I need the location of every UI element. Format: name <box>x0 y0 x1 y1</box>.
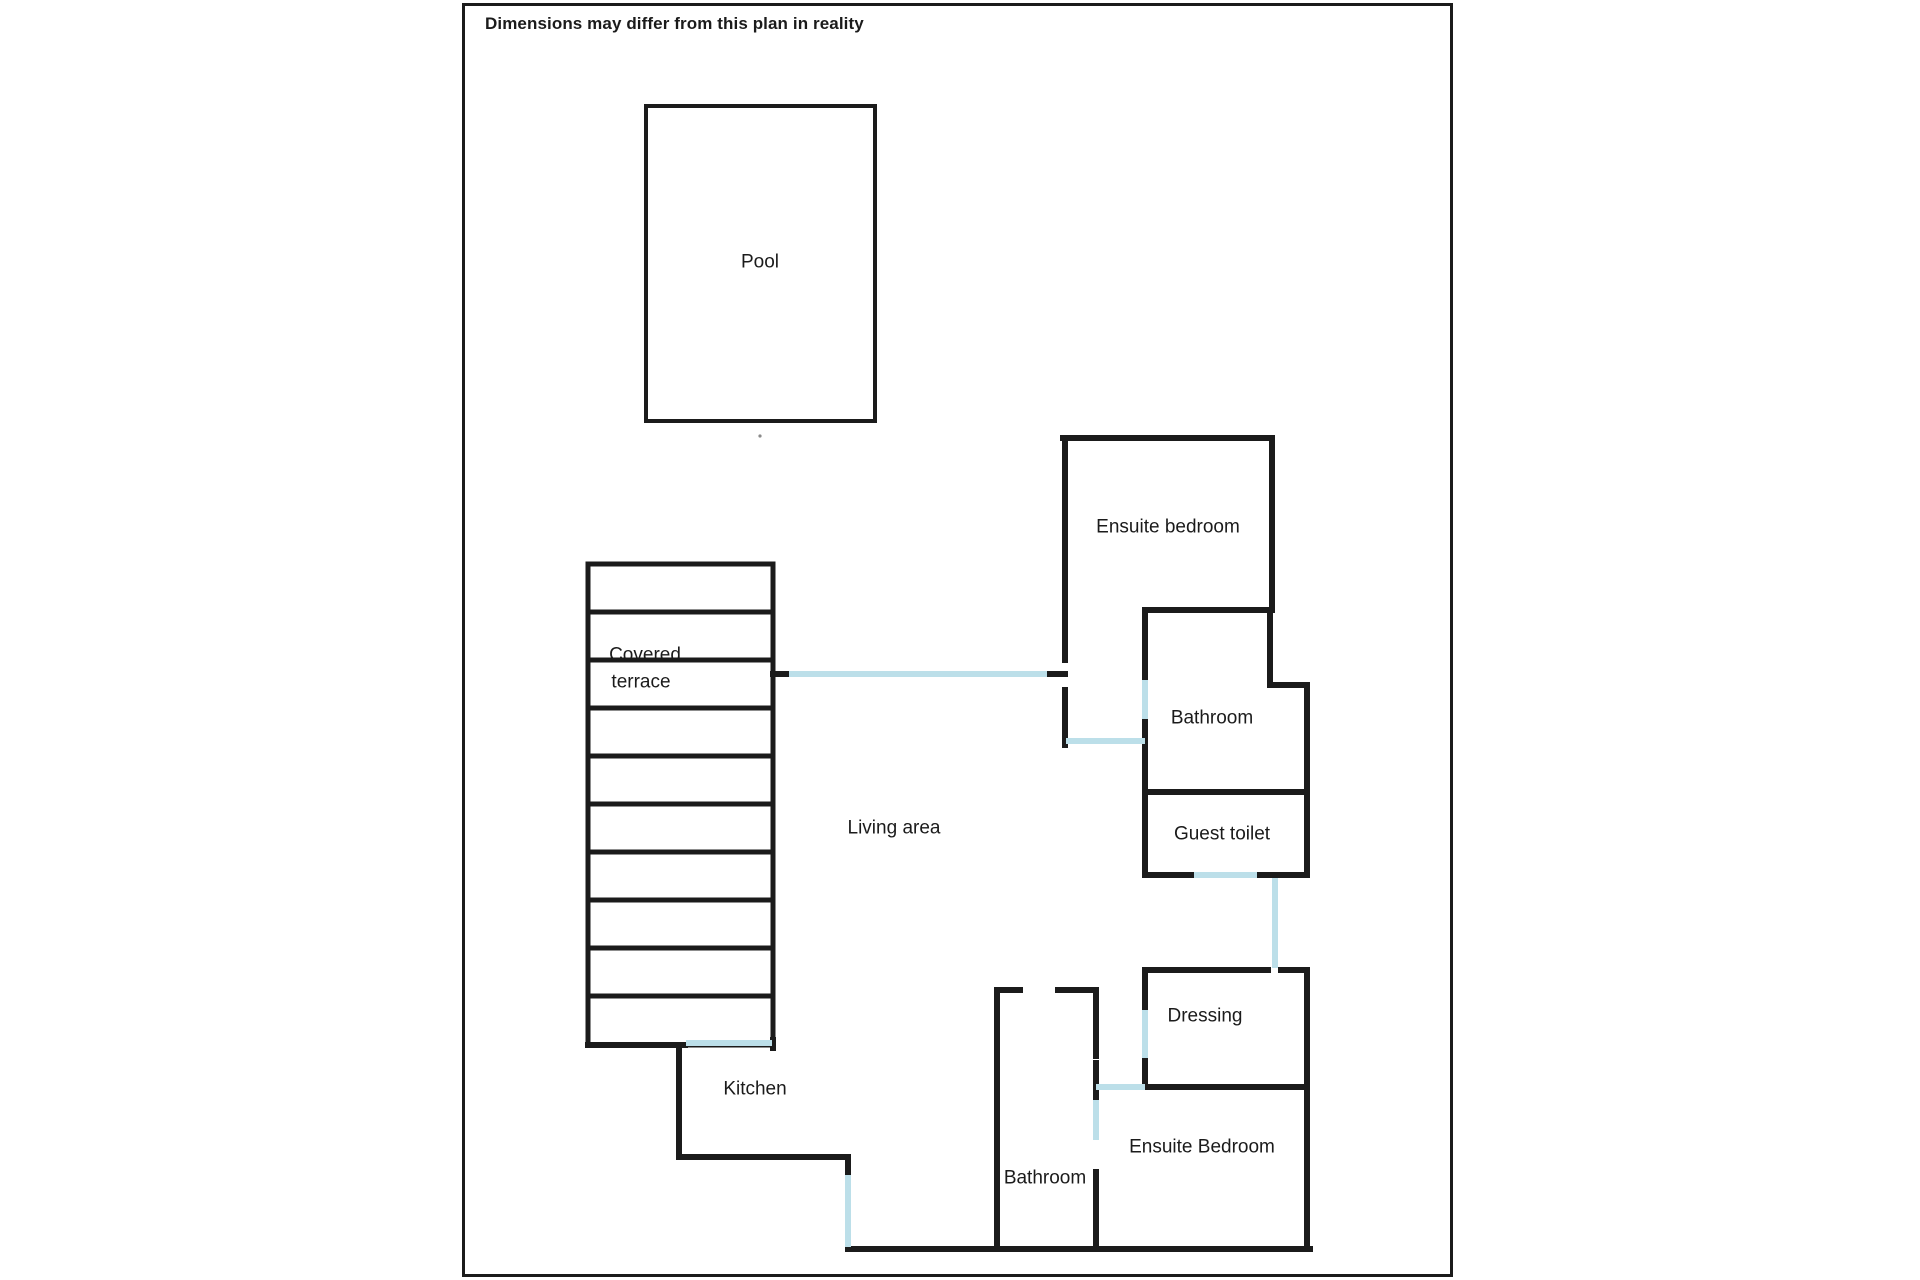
room-label-ensuite-bedroom-upper: Ensuite bedroom <box>1096 516 1240 538</box>
room-label-bathroom-lower: Bathroom <box>1003 1167 1087 1189</box>
room-label-ensuite-bedroom-lower: Ensuite Bedroom <box>1129 1136 1275 1158</box>
room-label-bathroom-upper: Bathroom <box>1170 707 1254 729</box>
room-label-pool: Pool <box>740 251 780 273</box>
plan-frame <box>462 3 1453 1277</box>
plan-disclaimer-note: Dimensions may differ from this plan in … <box>485 14 864 33</box>
room-label-dressing: Dressing <box>1167 1005 1243 1027</box>
room-label-covered-terrace-line1: Covered <box>609 644 681 666</box>
room-label-guest-toilet: Guest toilet <box>1173 823 1271 845</box>
room-label-living-area: Living area <box>847 817 941 839</box>
room-label-covered-terrace-line2: terrace <box>611 671 671 693</box>
room-label-kitchen: Kitchen <box>723 1078 787 1100</box>
